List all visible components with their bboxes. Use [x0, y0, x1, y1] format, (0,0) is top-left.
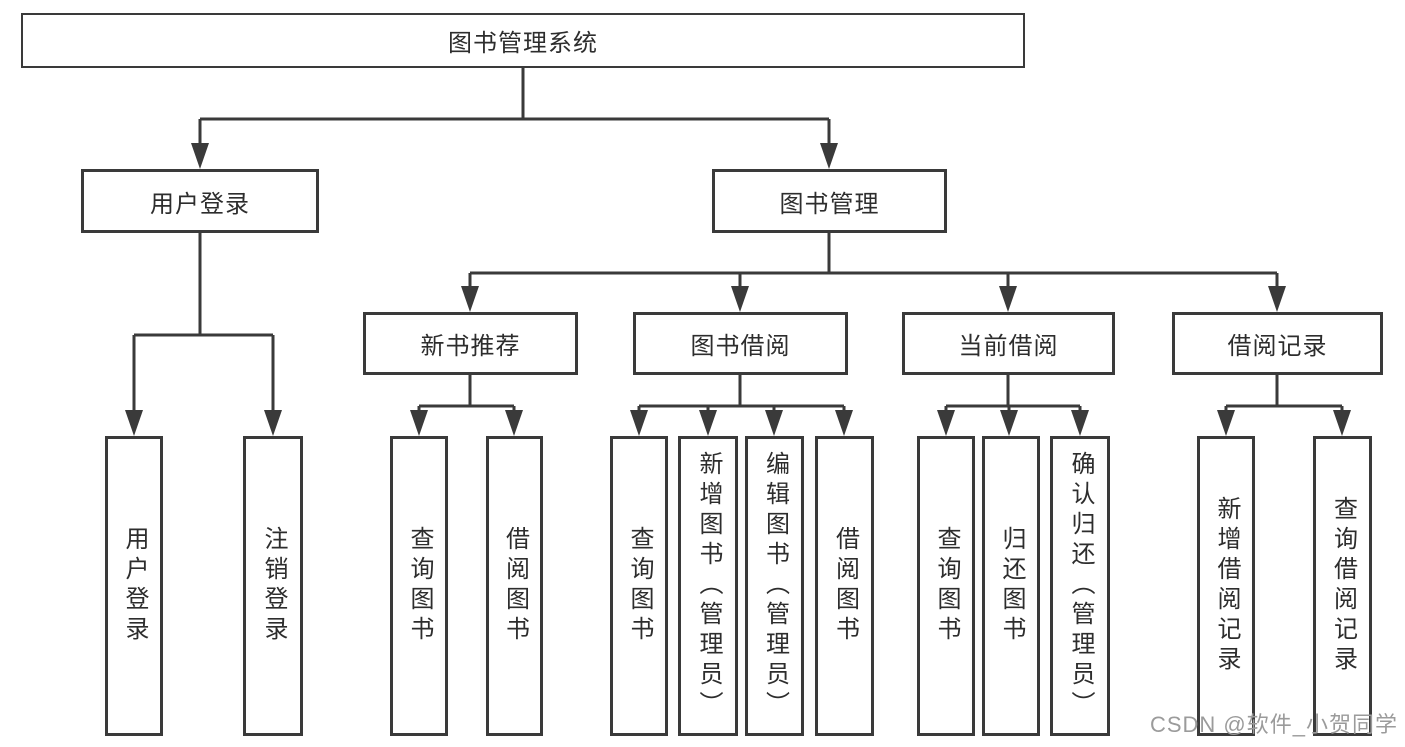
node-book-borrowing: 图书借阅: [633, 312, 848, 375]
leaf-label: 归还图书: [998, 526, 1025, 646]
leaf-label: 查询图书: [626, 526, 653, 646]
node-book-management: 图书管理: [712, 169, 947, 233]
leaf-label: 新增图书（管理员）: [695, 451, 722, 721]
leaf-query-books-borrowing: 查询图书: [610, 436, 668, 736]
leaf-edit-books-admin: 编辑图书（管理员）: [745, 436, 804, 736]
leaf-add-books-admin: 新增图书（管理员）: [678, 436, 738, 736]
node-label: 图书管理系统: [448, 30, 598, 57]
leaf-borrow-books: 借阅图书: [815, 436, 874, 736]
leaf-label: 注销登录: [260, 526, 287, 646]
node-label: 图书管理: [779, 190, 880, 218]
node-current-borrowing: 当前借阅: [902, 312, 1115, 375]
node-label: 当前借阅: [958, 333, 1059, 360]
node-library-management-system: 图书管理系统: [21, 13, 1025, 68]
leaf-query-books-current: 查询图书: [917, 436, 975, 736]
csdn-watermark: CSDN @软件_小贺同学: [1149, 712, 1398, 737]
leaf-label: 查询图书: [933, 526, 960, 646]
leaf-logout: 注销登录: [243, 436, 303, 736]
leaf-label: 查询图书: [406, 526, 433, 646]
leaf-return-books: 归还图书: [982, 436, 1040, 736]
leaf-label: 编辑图书（管理员）: [761, 451, 789, 721]
arrowheads: [125, 143, 1351, 436]
leaf-label: 借阅图书: [501, 526, 529, 646]
leaf-label: 确认归还（管理员）: [1067, 451, 1094, 721]
node-borrowing-records: 借阅记录: [1172, 312, 1383, 375]
leaf-label: 用户登录: [121, 526, 148, 646]
node-user-login: 用户登录: [81, 169, 319, 233]
leaf-borrow-books-recommend: 借阅图书: [486, 436, 543, 736]
leaf-query-books-recommend: 查询图书: [390, 436, 448, 736]
leaf-add-borrow-record: 新增借阅记录: [1197, 436, 1255, 736]
leaf-query-borrow-record: 查询借阅记录: [1313, 436, 1372, 736]
leaf-label: 查询借阅记录: [1329, 496, 1357, 676]
node-label: 用户登录: [150, 190, 250, 218]
node-label: 新书推荐: [420, 333, 521, 360]
leaf-confirm-return-admin: 确认归还（管理员）: [1050, 436, 1110, 736]
leaf-label: 借阅图书: [831, 526, 859, 646]
node-label: 借阅记录: [1227, 333, 1328, 360]
node-label: 图书借阅: [690, 333, 791, 360]
leaf-label: 新增借阅记录: [1213, 496, 1240, 676]
leaf-user-login: 用户登录: [105, 436, 163, 736]
node-new-book-recommendation: 新书推荐: [363, 312, 578, 375]
